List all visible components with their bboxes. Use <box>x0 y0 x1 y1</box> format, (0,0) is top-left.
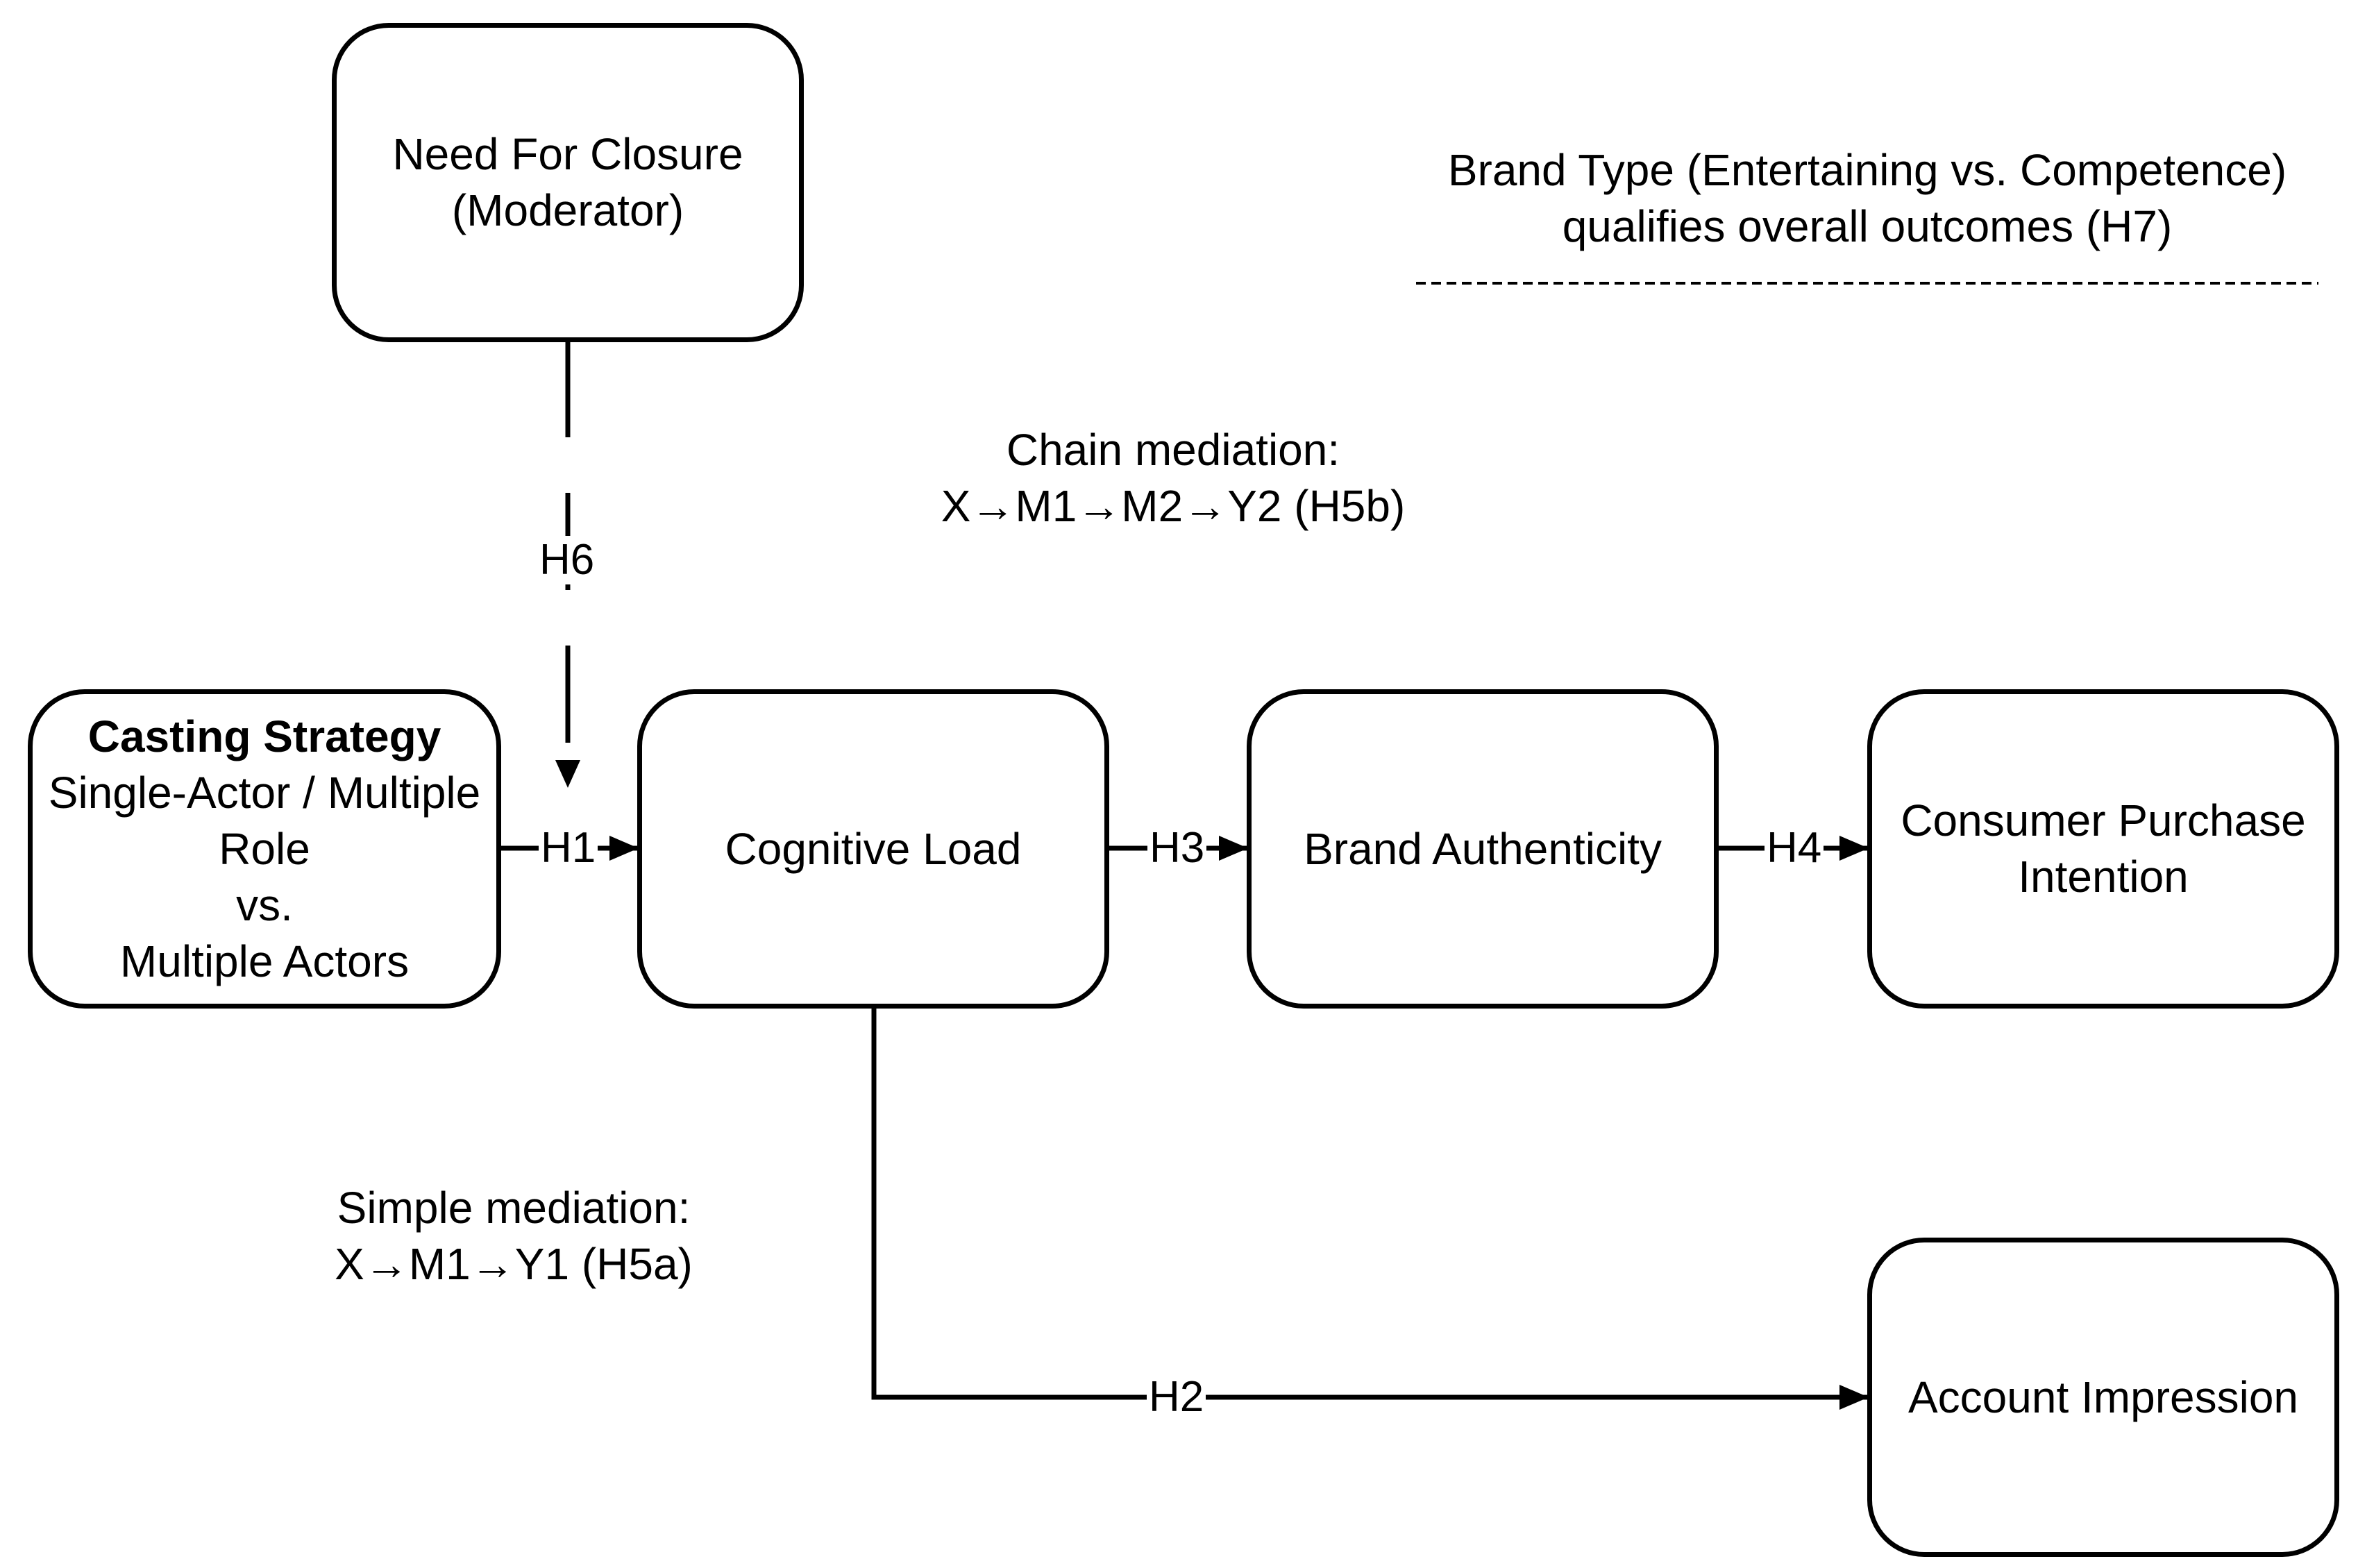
h2-arrowhead <box>1839 1385 1869 1410</box>
node-casting-strategy-line3: vs. <box>236 879 293 930</box>
node-casting-strategy-line1: Single-Actor / Multiple <box>48 767 481 818</box>
node-need-for-closure-line1: Need For Closure <box>392 129 743 179</box>
annotation-chain-line2: X→M1→M2→Y2 (H5b) <box>941 481 1406 531</box>
annotation-simple-line1: Simple mediation: <box>337 1183 691 1233</box>
edge-label-h3: H3 <box>1147 824 1207 872</box>
annotation-brand-type: Brand Type (Entertaining vs. Competence)… <box>1416 142 2318 255</box>
h4-arrowhead <box>1839 836 1869 861</box>
annotation-simple-line2: X→M1→Y1 (H5a) <box>335 1239 693 1289</box>
h1-arrowhead <box>609 836 639 861</box>
node-cognitive-load-label: Cognitive Load <box>725 823 1022 874</box>
node-cognitive-load: Cognitive Load <box>637 689 1109 1009</box>
node-consumer-purchase-line2: Intention <box>2018 852 2189 902</box>
node-consumer-purchase-intention: Consumer Purchase Intention <box>1867 689 2339 1009</box>
node-account-impression-label: Account Impression <box>1908 1372 2299 1422</box>
h3-arrowhead <box>1219 836 1248 861</box>
node-casting-strategy-title: Casting Strategy <box>87 711 441 761</box>
node-casting-strategy-line4: Multiple Actors <box>119 936 410 986</box>
node-brand-authenticity-label: Brand Authenticity <box>1304 823 1662 874</box>
edge-label-h4: H4 <box>1765 824 1824 872</box>
annotation-chain-mediation: Chain mediation: X→M1→M2→Y2 (H5b) <box>895 422 1451 534</box>
h2-arrow <box>871 1006 1867 1400</box>
node-need-for-closure: Need For Closure (Moderator) <box>332 23 804 342</box>
edge-label-h2: H2 <box>1147 1373 1206 1422</box>
node-brand-authenticity: Brand Authenticity <box>1247 689 1719 1009</box>
h6-arrowhead <box>555 760 580 788</box>
node-casting-strategy-line2: Role <box>219 823 310 874</box>
annotation-brand-type-line1: Brand Type (Entertaining vs. Competence) <box>1447 145 2287 195</box>
edge-label-h1: H1 <box>539 824 598 872</box>
node-need-for-closure-line2: (Moderator) <box>451 185 684 235</box>
node-account-impression: Account Impression <box>1867 1238 2339 1557</box>
annotation-chain-line1: Chain mediation: <box>1006 425 1340 475</box>
annotation-brand-type-line2: qualifies overall outcomes (H7) <box>1562 201 2173 251</box>
annotation-simple-mediation: Simple mediation: X→M1→Y1 (H5a) <box>271 1180 757 1292</box>
node-casting-strategy: Casting Strategy Single-Actor / Multiple… <box>28 689 501 1009</box>
node-consumer-purchase-line1: Consumer Purchase <box>1901 795 2306 845</box>
edge-label-h6: H6 <box>537 536 597 584</box>
